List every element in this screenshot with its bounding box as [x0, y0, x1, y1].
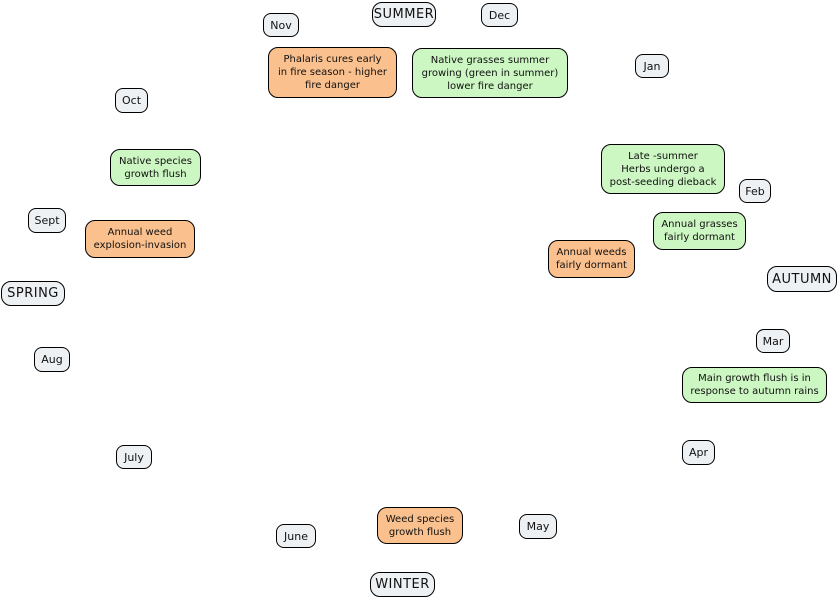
season-label-autumn: AUTUMN [767, 266, 837, 292]
note-annual-weed-explosion-invasion: Annual weed explosion-invasion [85, 220, 195, 258]
season-label-winter: WINTER [370, 572, 435, 597]
note-native-species-growth-flush: Native species growth flush [110, 149, 201, 186]
month-label-may: May [519, 514, 557, 539]
note-annual-weeds-dormant: Annual weeds fairly dormant [548, 240, 635, 278]
month-label-nov: Nov [263, 13, 299, 37]
month-label-sept: Sept [28, 208, 66, 233]
note-main-growth-flush-autumn-rains: Main growth flush is in response to autu… [682, 367, 827, 403]
note-weed-species-growth-flush: Weed species growth flush [377, 507, 463, 544]
month-label-dec: Dec [481, 3, 518, 27]
month-label-apr: Apr [682, 440, 715, 465]
month-label-july: July [116, 445, 152, 469]
month-label-june: June [276, 524, 316, 548]
month-label-aug: Aug [34, 347, 70, 372]
season-label-summer: SUMMER [372, 2, 436, 27]
note-native-grasses-summer: Native grasses summer growing (green in … [412, 48, 568, 98]
note-late-summer-herbs-dieback: Late -summer Herbs undergo a post-seedin… [601, 144, 725, 194]
season-label-spring: SPRING [1, 281, 65, 306]
note-phalaris-fire-danger: Phalaris cures early in fire season - hi… [268, 47, 397, 98]
note-annual-grasses-dormant: Annual grasses fairly dormant [653, 212, 746, 250]
month-label-mar: Mar [756, 329, 790, 353]
month-label-feb: Feb [739, 179, 771, 203]
month-label-jan: Jan [635, 54, 669, 78]
month-label-oct: Oct [115, 88, 148, 113]
